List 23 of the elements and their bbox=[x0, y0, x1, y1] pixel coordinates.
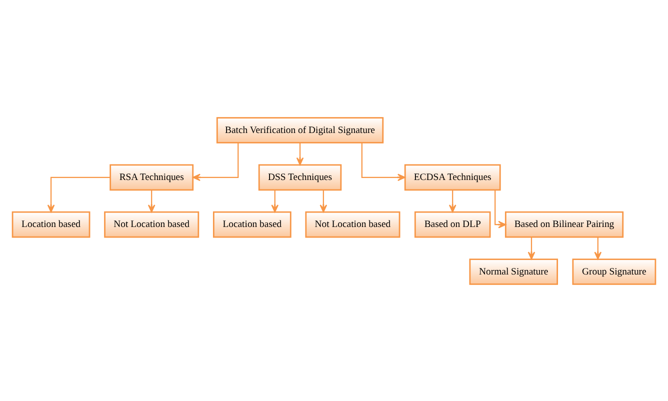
arrow bbox=[494, 190, 506, 228]
arrow bbox=[594, 236, 602, 260]
node-box: Normal Signature bbox=[469, 258, 558, 284]
node-box: Not Location based bbox=[305, 210, 400, 238]
node-box: Batch Verification of Digital Signature bbox=[216, 116, 384, 143]
arrow bbox=[296, 142, 304, 165]
arrow bbox=[320, 190, 328, 212]
arrow bbox=[148, 190, 156, 212]
node-box: Location based bbox=[12, 210, 90, 238]
node-box: Group Signature bbox=[572, 258, 656, 284]
arrow bbox=[528, 236, 536, 260]
arrow bbox=[448, 190, 456, 212]
node-box: ECDSA Techniques bbox=[404, 164, 501, 190]
node-box: Not Location based bbox=[104, 210, 200, 238]
arrow bbox=[361, 142, 406, 181]
arrow bbox=[47, 176, 110, 212]
node-box: DSS Techniques bbox=[258, 164, 342, 190]
node-box: Based on DLP bbox=[414, 210, 491, 238]
node-box: Location based bbox=[212, 210, 292, 238]
arrow bbox=[192, 142, 239, 181]
node-box: RSA Techniques bbox=[110, 164, 194, 190]
node-box: Based on Bilinear Pairing bbox=[504, 210, 624, 238]
arrow bbox=[271, 190, 279, 212]
